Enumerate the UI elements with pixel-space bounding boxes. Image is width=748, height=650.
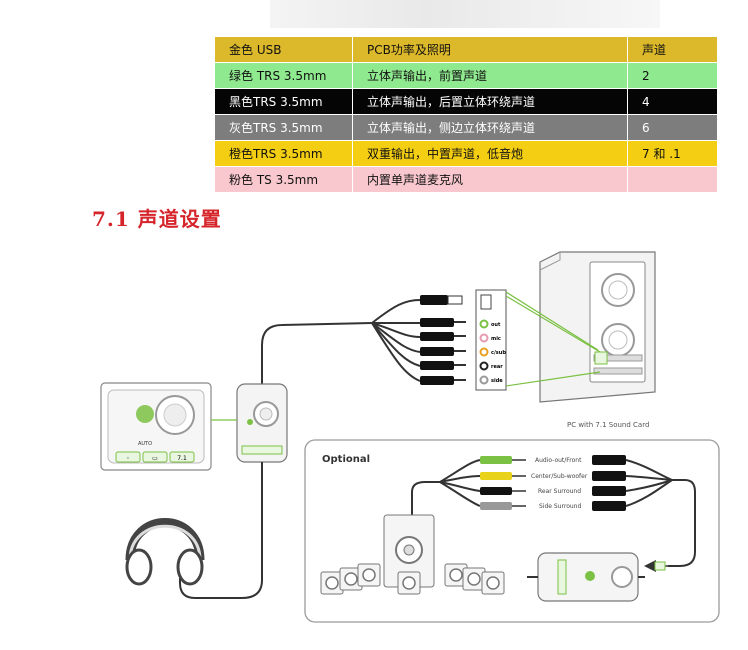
port-label-out: out (491, 322, 501, 328)
plug-bundle (371, 295, 466, 385)
jack-label-center-sub: Center/Sub-woofer (531, 473, 588, 480)
amp-button-1: ◦ (126, 455, 130, 462)
connector-cell: 橙色TRS 3.5mm (214, 140, 353, 167)
main-cable (261, 322, 373, 384)
amp-device (236, 383, 288, 463)
headphones-icon (125, 518, 205, 586)
port-panel: out mic c/sub rear side (475, 289, 507, 391)
connector-cell: 金色 USB (214, 36, 353, 63)
port-label-csub: c/sub (491, 350, 506, 356)
connector-cell: 黑色TRS 3.5mm (214, 88, 353, 115)
channels-cell: 声道 (627, 36, 718, 63)
section-title: 7.1 声道设置 (92, 207, 222, 231)
connector-cell: 粉色 TS 3.5mm (214, 166, 353, 193)
pc-tower (539, 251, 656, 403)
function-cell: 立体声输出，前置声道 (352, 62, 628, 89)
optional-title: Optional (322, 454, 370, 465)
optional-box: Optional Audio-out/Front Center/Sub-woof… (304, 439, 720, 623)
function-cell: 立体声输出，侧边立体环绕声道 (352, 114, 628, 141)
port-label-rear: rear (491, 364, 503, 370)
jack-label-front: Audio-out/Front (535, 457, 582, 464)
speaker-set (320, 514, 505, 595)
port-label-mic: mic (491, 336, 501, 342)
pc-caption: PC with 7.1 Sound Card (567, 421, 649, 429)
highlight-lines (505, 291, 601, 387)
jack-label-rear: Rear Surround (538, 488, 581, 495)
port-label-side: side (491, 378, 503, 384)
top-image-fragment (270, 0, 660, 28)
channels-cell: 2 (627, 62, 718, 89)
function-cell: 内置单声道麦克风 (352, 166, 628, 193)
amp-button-2: ▭ (152, 455, 158, 462)
channels-cell: 4 (627, 88, 718, 115)
channels-cell: 7 和 .1 (627, 140, 718, 167)
amp-zoom-panel: AUTO ◦ ▭ 7.1 (100, 382, 212, 471)
connector-cell: 灰色TRS 3.5mm (214, 114, 353, 141)
amp-button-3: 7.1 (177, 455, 187, 462)
function-cell: PCB功率及照明 (352, 36, 628, 63)
connector-cell: 绿色 TRS 3.5mm (214, 62, 353, 89)
channels-cell (627, 166, 718, 193)
jack-label-side: Side Surround (539, 503, 581, 510)
function-cell: 立体声输出，后置立体环绕声道 (352, 88, 628, 115)
headphone-cable (179, 462, 263, 599)
amp-auto-label: AUTO (138, 441, 152, 447)
